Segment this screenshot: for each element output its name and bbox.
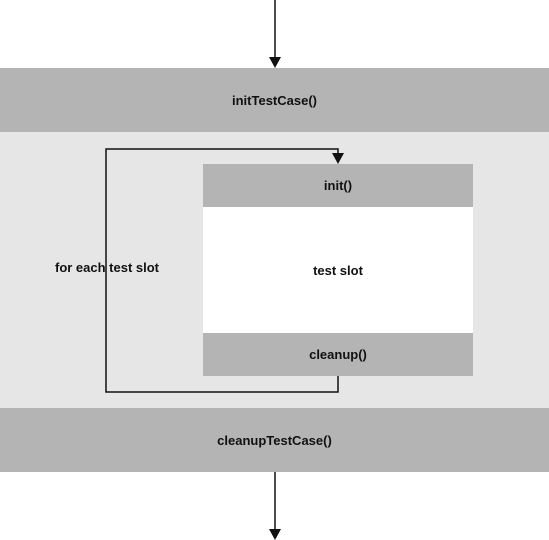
test-slot-label: test slot xyxy=(313,262,363,278)
test-slot-row: test slot xyxy=(203,207,473,333)
loop-arrowhead xyxy=(332,153,344,164)
cleanup-test-case-band: cleanupTestCase() xyxy=(0,408,549,472)
loop-back-line xyxy=(105,148,339,393)
test-slot-box: init() test slot cleanup() xyxy=(203,164,473,376)
init-test-case-label: initTestCase() xyxy=(232,92,317,108)
init-label: init() xyxy=(323,178,353,193)
cleanup-label: cleanup() xyxy=(309,347,367,362)
cleanup-row: cleanup() xyxy=(203,333,473,376)
entry-arrowhead xyxy=(269,57,281,68)
cleanup-test-case-label: cleanupTestCase() xyxy=(217,432,332,448)
init-test-case-band: initTestCase() xyxy=(0,68,549,132)
loop-label: for each test slot xyxy=(54,260,160,275)
init-row: init() xyxy=(203,164,473,207)
exit-arrowhead xyxy=(269,529,281,540)
